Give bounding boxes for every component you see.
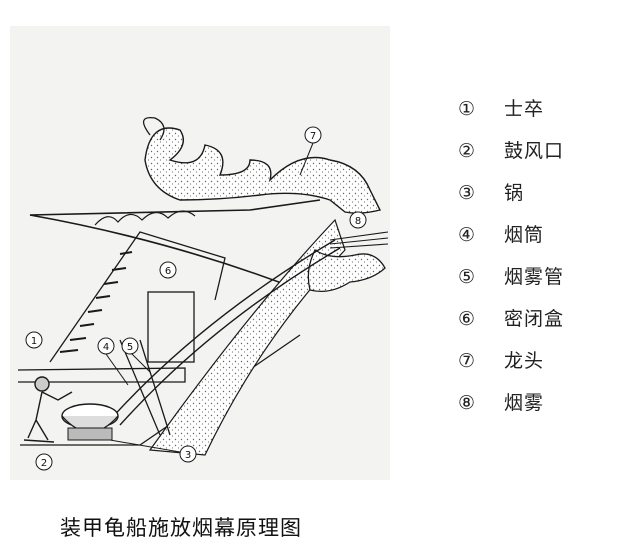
callout-6: 6 bbox=[159, 261, 177, 279]
legend-label: 龙头 bbox=[504, 350, 545, 372]
callout-4-label: 4 bbox=[103, 342, 109, 353]
legend-item-8: ⑧ 烟雾 bbox=[458, 388, 618, 430]
callout-5-label: 5 bbox=[127, 342, 133, 353]
legend-label: 鼓风口 bbox=[504, 140, 565, 162]
callout-1-label: 1 bbox=[31, 336, 37, 347]
dragon-neck bbox=[148, 218, 346, 456]
oar-slats bbox=[59, 251, 133, 353]
legend-num: ⑤ bbox=[458, 266, 476, 288]
legend-item-4: ④ 烟筒 bbox=[458, 220, 618, 262]
legend-item-6: ⑥ 密闭盒 bbox=[458, 304, 618, 346]
sealed-box bbox=[147, 291, 195, 363]
legend-num: ② bbox=[458, 140, 476, 162]
legend-num: ③ bbox=[458, 182, 476, 204]
callout-8: 8 bbox=[349, 211, 367, 229]
smoke-stream bbox=[329, 231, 389, 249]
hull-inner bbox=[49, 231, 226, 363]
chimney-2 bbox=[139, 339, 171, 436]
callout-2-label: 2 bbox=[41, 458, 47, 469]
callout-7-label: 7 bbox=[310, 131, 316, 142]
callout-5: 5 bbox=[121, 337, 151, 373]
legend-num: ⑦ bbox=[458, 350, 476, 372]
smoke-pipe-2 bbox=[119, 247, 341, 426]
callout-3: 3 bbox=[109, 439, 197, 463]
chimney bbox=[119, 339, 161, 436]
soldier-figure bbox=[23, 376, 73, 443]
callout-4: 4 bbox=[97, 337, 129, 386]
legend-num: ⑥ bbox=[458, 308, 476, 330]
legend-item-3: ③ 锅 bbox=[458, 178, 618, 220]
callout-3-label: 3 bbox=[185, 450, 191, 461]
roof-line bbox=[29, 199, 321, 216]
legend-label: 烟雾管 bbox=[504, 266, 565, 288]
callout-8-label: 8 bbox=[355, 216, 361, 227]
callout-7: 7 bbox=[299, 126, 322, 176]
dragon-head bbox=[144, 127, 382, 214]
legend-item-7: ⑦ 龙头 bbox=[458, 346, 618, 388]
legend: ① 士卒 ② 鼓风口 ③ 锅 ④ 烟筒 ⑤ 烟雾管 ⑥ 密闭盒 ⑦ 龙头 ⑧ 烟 bbox=[458, 94, 618, 430]
legend-num: ① bbox=[458, 98, 476, 120]
pot bbox=[61, 403, 119, 441]
legend-num: ④ bbox=[458, 224, 476, 246]
legend-label: 烟筒 bbox=[504, 224, 545, 246]
legend-label: 锅 bbox=[504, 182, 525, 204]
legend-item-2: ② 鼓风口 bbox=[458, 136, 618, 178]
legend-item-5: ⑤ 烟雾管 bbox=[458, 262, 618, 304]
legend-num: ⑧ bbox=[458, 392, 476, 414]
legend-label: 密闭盒 bbox=[504, 308, 565, 330]
dragon-scallops bbox=[94, 210, 196, 226]
legend-label: 士卒 bbox=[504, 98, 545, 120]
callout-2: 2 bbox=[35, 453, 53, 471]
callout-6-label: 6 bbox=[165, 266, 171, 277]
legend-item-1: ① 士卒 bbox=[458, 94, 618, 136]
figure-caption: 装甲龟船施放烟幕原理图 bbox=[60, 516, 302, 540]
roof-curve bbox=[29, 214, 301, 291]
callout-1: 1 bbox=[25, 331, 43, 349]
smoke-pipe bbox=[109, 239, 336, 421]
hull-floor bbox=[17, 367, 186, 383]
dragon-jaw bbox=[307, 249, 386, 293]
legend-label: 烟雾 bbox=[504, 392, 545, 414]
dragon-crest bbox=[143, 116, 165, 141]
